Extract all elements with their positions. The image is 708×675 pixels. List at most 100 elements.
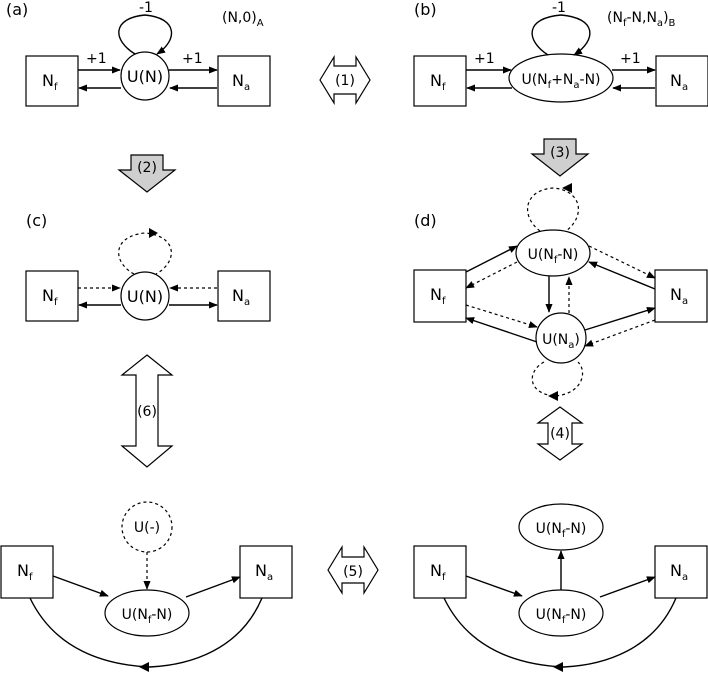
node-u-nf-minus-n [515, 229, 591, 277]
node-na-label: Na [670, 285, 688, 307]
panel-a-tag: (N,0)A [222, 10, 264, 29]
panel-b: (b) (Nf-N,Na)B Nf U(Nf+Na-N) Na -1 +1 +1 [413, 0, 708, 107]
loop-weight: -1 [139, 0, 153, 16]
panel-bottom-right: Nf U(Nf-N) U(Nf-N) Na [413, 503, 708, 672]
panel-a: (a) (N,0)A Nf U(N) Na -1 +1 +1 [6, 0, 271, 107]
panel-d: (d) Nf Na U(Nf-N) U(Na) [413, 183, 708, 401]
node-nf [413, 55, 467, 107]
node-nf [413, 269, 467, 323]
node-na-label: Na [670, 561, 688, 583]
arrow-nf-to-top [465, 245, 518, 273]
node-u-na-label: U(Na) [542, 332, 580, 351]
double-arrow-4 [536, 406, 584, 461]
arrow-bottom-to-na [584, 306, 656, 331]
node-na [217, 270, 271, 322]
node-nf [413, 545, 467, 599]
panel-c-label: (c) [26, 211, 47, 230]
transition-6: (6) [120, 354, 174, 468]
down-arrow-2 [117, 154, 177, 193]
curve-arrowhead [553, 662, 563, 672]
arrow-bottom-to-nf [465, 317, 538, 343]
transition-2: (2) [117, 154, 177, 193]
arrow-top-to-na-dashed [588, 245, 656, 279]
arrow-na-to-top [588, 261, 656, 290]
right-weight: +1 [620, 51, 641, 67]
node-na [655, 55, 708, 107]
node-nf-label: Nf [42, 71, 58, 93]
transition-2-label: (2) [137, 160, 157, 176]
node-na [217, 55, 271, 107]
node-na [654, 545, 708, 599]
arrow-nf-to-bottom-dashed [465, 304, 538, 329]
panel-bottom-left: Nf U(-) U(Nf-N) Na [0, 501, 293, 672]
node-nf [0, 545, 54, 599]
node-na-label: Na [255, 561, 273, 583]
curve-na-to-nf [443, 597, 677, 668]
double-arrow-5 [327, 544, 379, 596]
left-weight: +1 [86, 51, 107, 67]
node-u-na [535, 312, 587, 364]
loop-arrow [118, 14, 173, 55]
loop-top-dashed [527, 187, 579, 232]
node-nf-label: Nf [42, 286, 58, 308]
node-u-empty-label: U(-) [134, 520, 160, 536]
loop-weight: -1 [552, 0, 566, 16]
node-na-label: Na [232, 286, 250, 308]
node-un-label: U(N) [127, 287, 163, 306]
transition-6-label: (6) [137, 404, 157, 420]
node-na [654, 269, 708, 323]
loop-arrowhead [149, 228, 158, 238]
node-u-top [518, 503, 604, 551]
panel-b-tag: (Nf-N,Na)B [607, 10, 676, 29]
arrow-nf-to-u [52, 575, 109, 597]
right-weight: +1 [182, 51, 203, 67]
node-un [120, 51, 170, 101]
node-nf [25, 270, 79, 322]
node-na-label: Na [670, 71, 688, 93]
node-nf-label: Nf [17, 561, 33, 583]
node-nf-label: Nf [430, 71, 446, 93]
node-un [120, 271, 170, 321]
transition-4-label: (4) [550, 426, 570, 442]
node-u-bottom-label: U(Nf-N) [536, 607, 587, 626]
node-un-label: U(N) [127, 67, 163, 86]
transition-3: (3) [530, 138, 590, 177]
double-arrow-1 [319, 54, 371, 106]
node-u-top-label: U(Nf-N) [536, 521, 587, 540]
down-arrow-3 [530, 138, 590, 177]
arrow-na-to-bottom-dashed [584, 319, 656, 347]
node-nf-label: Nf [430, 561, 446, 583]
panel-d-label: (d) [414, 211, 437, 230]
loop-dashed [118, 232, 172, 275]
panel-a-label: (a) [6, 0, 28, 19]
transition-5-label: (5) [343, 564, 363, 580]
arrow-u-to-na [185, 576, 241, 598]
loop-bottom-dashed [531, 361, 584, 397]
transition-5: (5) [327, 544, 379, 596]
transition-3-label: (3) [550, 145, 570, 161]
node-na-label: Na [232, 71, 250, 93]
curve-arrowhead [139, 662, 149, 672]
loop-arrow [531, 14, 591, 56]
transition-1: (1) [319, 54, 371, 106]
transition-1-label: (1) [335, 73, 355, 89]
left-weight: +1 [474, 51, 495, 67]
loop-bottom-arrowhead [548, 391, 558, 401]
panel-b-label: (b) [414, 0, 437, 19]
node-na [239, 545, 293, 599]
double-arrow-6 [120, 354, 174, 468]
arrow-nf-to-u [465, 575, 523, 597]
node-nf-label: Nf [430, 285, 446, 307]
node-nf [25, 55, 79, 107]
node-u-empty [121, 501, 173, 553]
loop-top-arrowhead [562, 183, 572, 193]
node-u-nf-minus-n-label: U(Nf-N) [122, 607, 173, 626]
arrow-top-to-nf-dashed [465, 261, 518, 289]
node-u-sum [508, 53, 614, 103]
node-u-nf-minus-n-label: U(Nf-N) [528, 247, 579, 266]
arrow-u-to-na [599, 576, 656, 598]
panel-c: (c) Nf U(N) Na [25, 211, 271, 322]
curve-na-to-nf [29, 597, 263, 668]
node-u-nf-minus-n [104, 589, 190, 637]
